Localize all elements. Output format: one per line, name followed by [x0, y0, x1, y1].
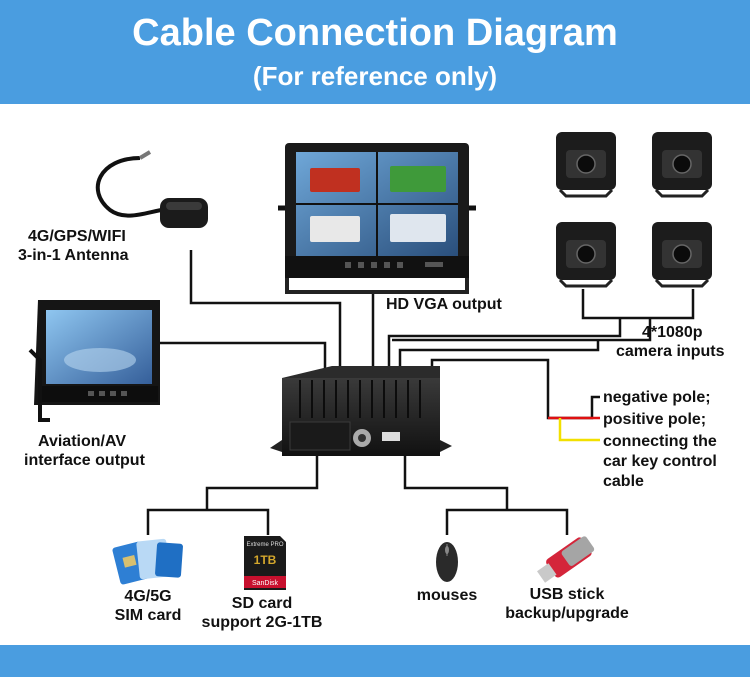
- camera-cable-4: [398, 340, 600, 368]
- antenna-label-line-1: 4G/GPS/WIFI: [28, 228, 126, 245]
- header-banner: [0, 0, 750, 104]
- sd-label-line-2: support 2G-1TB: [201, 614, 323, 631]
- bottom-left-trunk: [205, 455, 319, 510]
- camera-label-line-2: camera inputs: [616, 343, 725, 360]
- av-monitor-icon: [28, 300, 160, 422]
- camera-cable-2: [387, 318, 622, 368]
- positive-pole-label: positive pole;: [603, 411, 707, 428]
- usb-cable: [445, 508, 569, 535]
- page-subtitle: (For reference only): [252, 61, 498, 91]
- antenna-icon: [95, 150, 208, 228]
- camera-label-line-1: 4*1080p: [642, 324, 703, 341]
- antenna-cable: [189, 250, 342, 368]
- page-title: Cable Connection Diagram: [132, 12, 618, 54]
- camera-icon-4: [652, 222, 712, 288]
- camera-icon-1: [556, 132, 616, 198]
- key-wire: [558, 418, 600, 442]
- sd-label-line-1: SD card: [231, 595, 293, 612]
- key-cable-label-line-1: connecting the: [603, 433, 717, 450]
- antenna-label-line-2: 3-in-1 Antenna: [18, 247, 129, 264]
- key-cable-label-line-2: car key control: [603, 453, 717, 470]
- usb-label-line-2: backup/upgrade: [505, 605, 629, 622]
- footer-banner: [0, 645, 750, 677]
- camera-cable-1: [581, 289, 695, 320]
- sim-cable: [146, 508, 270, 535]
- bottom-right-trunk: [403, 455, 509, 510]
- negative-wire: [430, 358, 600, 420]
- mouse-icon: [436, 542, 458, 582]
- usb-label-line-1: USB stick: [529, 586, 605, 603]
- sd-card-brand-line: Extreme PRO: [246, 542, 283, 548]
- mouse-label: mouses: [416, 587, 478, 604]
- sim-label-line-1: 4G/5G: [124, 588, 172, 605]
- mdvr-unit-icon: [270, 366, 452, 456]
- sim-card-icon: [112, 538, 183, 585]
- sd-card-maker: SanDisk: [252, 580, 279, 587]
- usb-stick-icon: [537, 536, 595, 583]
- sd-card-capacity: 1TB: [254, 553, 277, 567]
- hd-monitor-icon: [278, 143, 476, 294]
- av-cable: [160, 341, 327, 368]
- key-cable-label-line-3: cable: [603, 473, 644, 490]
- negative-pole-label: negative pole;: [603, 389, 711, 406]
- sim-label-line-2: SIM card: [114, 607, 182, 624]
- camera-icon-3: [556, 222, 616, 288]
- camera-cable-3: [392, 318, 652, 342]
- hd-vga-label: HD VGA output: [386, 296, 502, 313]
- av-label-line-2: interface output: [24, 452, 145, 469]
- sd-card-icon: Extreme PRO 1TB SanDisk: [244, 536, 286, 590]
- av-label-line-1: Aviation/AV: [38, 433, 127, 450]
- camera-icon-2: [652, 132, 712, 198]
